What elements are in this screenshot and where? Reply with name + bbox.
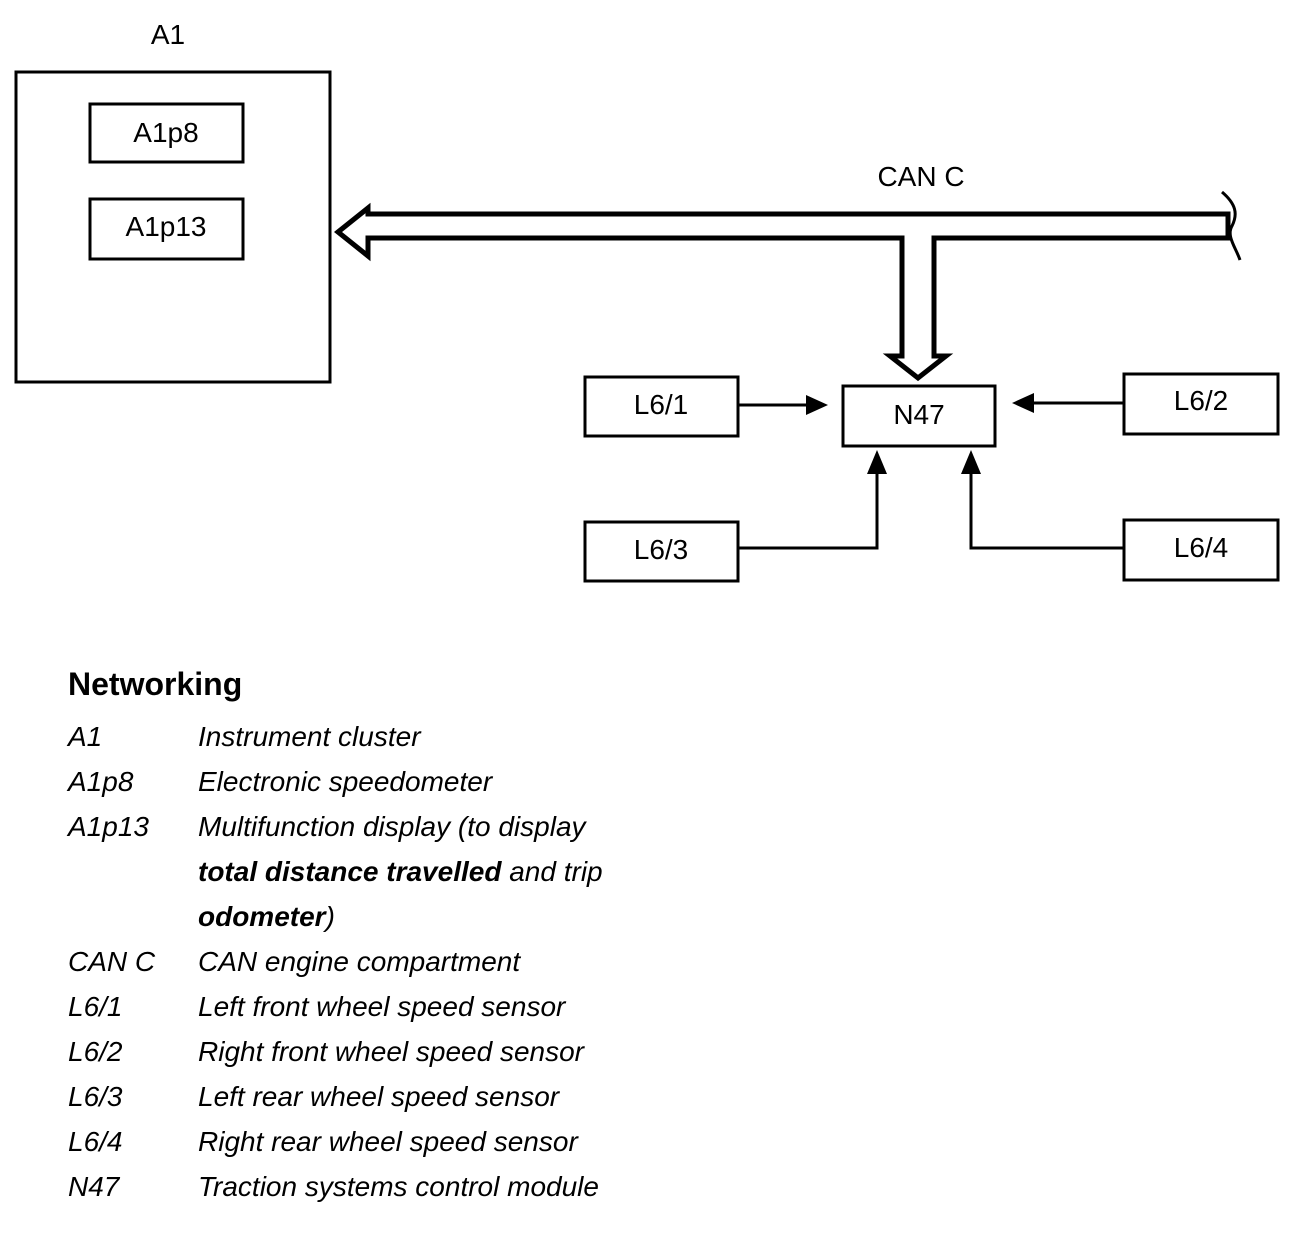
can-c-bus-arrow: [333, 202, 1231, 382]
can-c-label: CAN C: [877, 161, 964, 192]
n47-label: N47: [893, 399, 944, 430]
a1-label: A1: [151, 19, 185, 50]
l6-1-arrowhead: [806, 395, 828, 415]
a1p8-label: A1p8: [133, 117, 198, 148]
network-diagram: A1 A1p8 A1p13 CAN C N47 L6/1 L6/2 L6/3 L…: [14, 19, 1280, 583]
legend-desc-bold: total distance travelled: [198, 856, 502, 887]
a1-box: [14, 70, 332, 384]
l6-4-label: L6/4: [1174, 532, 1229, 563]
legend-row: CAN C CAN engine compartment: [68, 939, 968, 984]
l6-3-arrowhead: [867, 450, 887, 474]
l6-3-label: L6/3: [634, 534, 689, 565]
legend-row: A1p8 Electronic speedometer: [68, 759, 968, 804]
legend-desc: Multifunction display (to display total …: [198, 804, 718, 939]
legend-row: L6/2 Right front wheel speed sensor: [68, 1029, 968, 1074]
legend-code: A1p13: [68, 811, 149, 842]
legend-row: L6/4 Right rear wheel speed sensor: [68, 1119, 968, 1164]
legend-code: N47: [68, 1171, 120, 1202]
legend-desc: Right rear wheel speed sensor: [198, 1126, 578, 1157]
l6-2-arrowhead: [1012, 393, 1034, 413]
l6-4-box: [1122, 518, 1280, 582]
legend-row: L6/3 Left rear wheel speed sensor: [68, 1074, 968, 1119]
legend-row: A1p13 Multifunction display (to display …: [68, 804, 968, 939]
l6-4-line: [969, 472, 1124, 550]
legend-row: N47 Traction systems control module: [68, 1164, 968, 1209]
legend-code: A1p8: [68, 766, 134, 797]
legend-desc: Traction systems control module: [198, 1171, 599, 1202]
legend-row: A1 Instrument cluster: [68, 714, 968, 759]
bus-break-mark: [1221, 190, 1242, 261]
legend-code: L6/4: [68, 1126, 123, 1157]
l6-3-box: [583, 520, 740, 583]
legend: Networking A1 Instrument cluster A1p8 El…: [68, 662, 968, 1209]
legend-desc: Electronic speedometer: [198, 766, 493, 797]
l6-4-arrowhead: [961, 450, 981, 474]
legend-row: L6/1 Left front wheel speed sensor: [68, 984, 968, 1029]
l6-1-label: L6/1: [634, 389, 689, 420]
legend-code: L6/3: [68, 1081, 123, 1112]
legend-desc-text: Multifunction display (to display: [198, 811, 586, 842]
l6-3-line: [738, 472, 879, 550]
legend-title: Networking: [68, 666, 243, 702]
legend-desc-text: and trip: [509, 856, 603, 887]
legend-desc-bold: odometer: [198, 901, 326, 932]
legend-desc-text: ): [325, 901, 335, 932]
legend-desc: Left rear wheel speed sensor: [198, 1081, 560, 1112]
legend-code: CAN C: [68, 946, 156, 977]
legend-desc: Left front wheel speed sensor: [198, 991, 566, 1022]
legend-desc: Right front wheel speed sensor: [198, 1036, 584, 1067]
l6-2-label: L6/2: [1174, 385, 1229, 416]
a1p8-box: [88, 102, 245, 164]
legend-code: A1: [68, 721, 103, 752]
a1p13-box: [88, 197, 245, 261]
legend-desc: CAN engine compartment: [198, 946, 521, 977]
n47-box: [841, 384, 997, 448]
legend-desc: Instrument cluster: [198, 721, 421, 752]
legend-code: L6/1: [68, 991, 123, 1022]
a1p13-label: A1p13: [126, 211, 207, 242]
legend-code: L6/2: [68, 1036, 123, 1067]
